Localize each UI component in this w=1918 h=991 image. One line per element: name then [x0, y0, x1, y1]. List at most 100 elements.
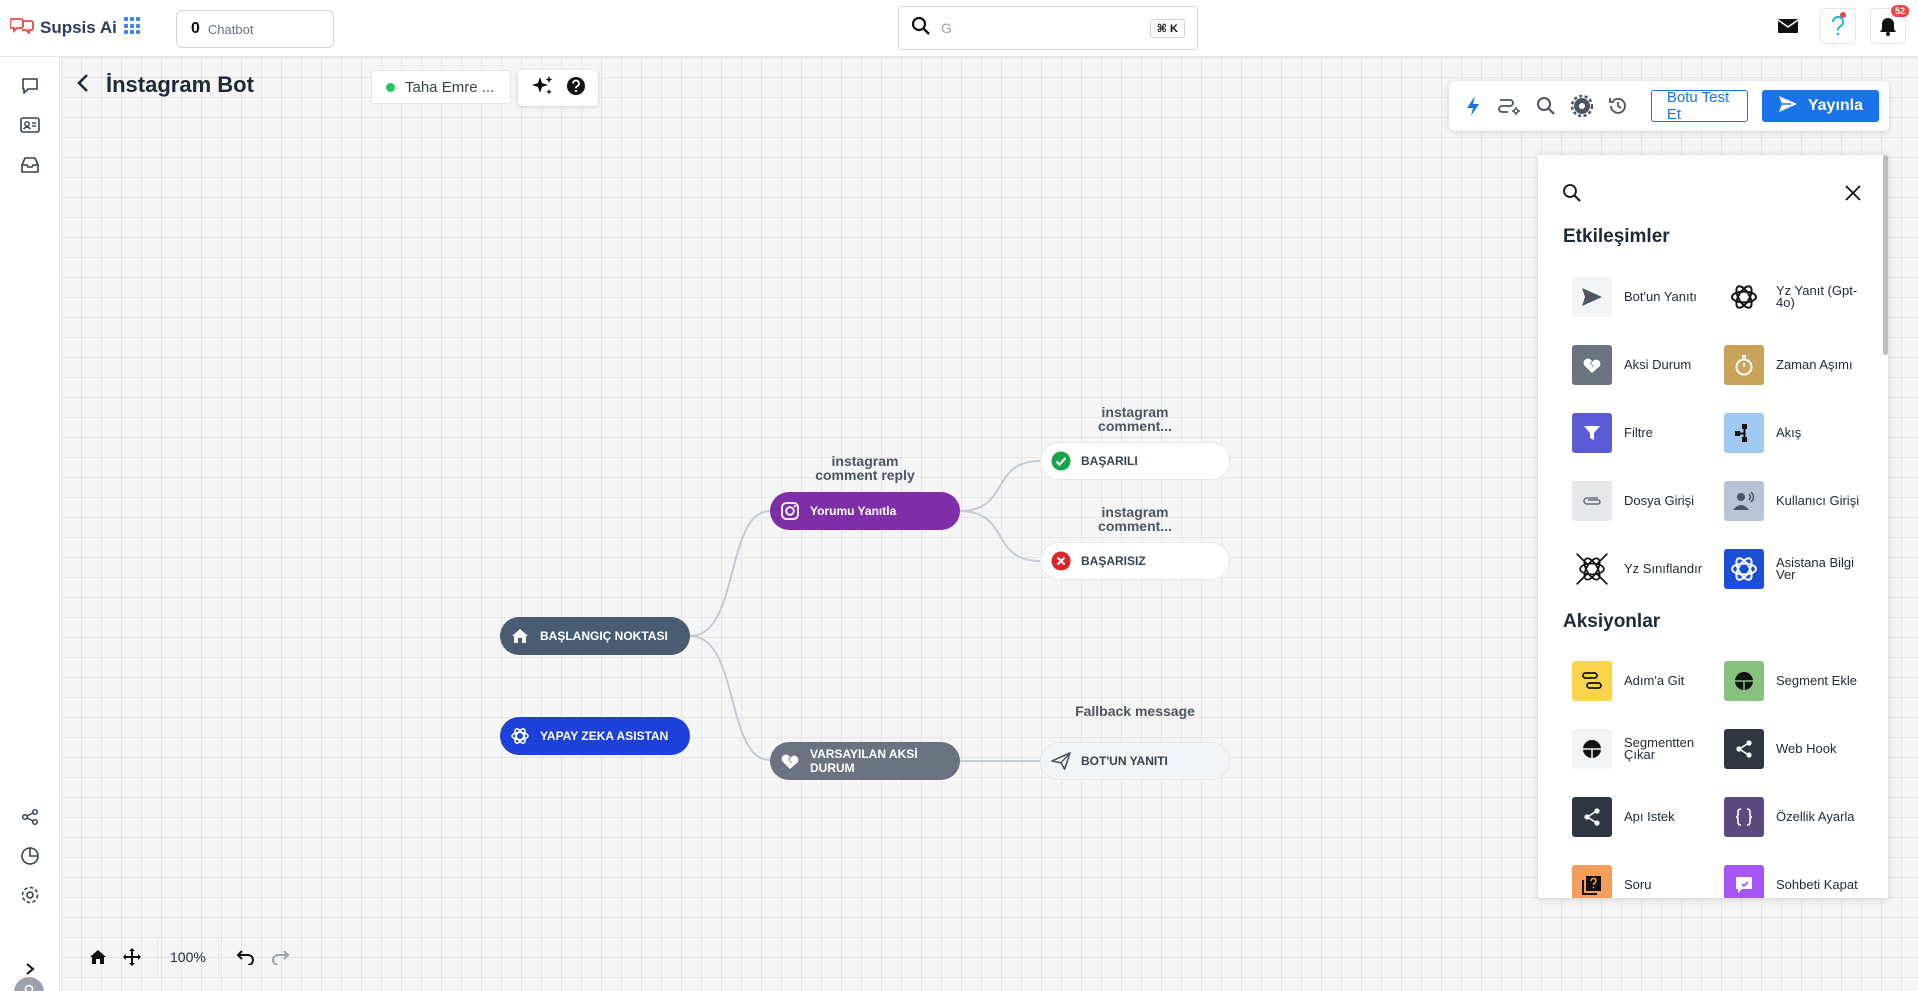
- app-logo[interactable]: Supsis Ai: [9, 16, 117, 39]
- home-icon[interactable]: [81, 940, 115, 974]
- paper-plane-icon: [1778, 95, 1798, 118]
- node-label: BOT'UN YANITI: [1081, 754, 1168, 768]
- top-right-actions: 52: [1770, 5, 1918, 44]
- editor-toolbar: Botu Test Et Yayınla: [1449, 81, 1889, 131]
- logo-mark-icon: [9, 16, 36, 39]
- panel-item-share[interactable]: Web Hook: [1724, 729, 1874, 769]
- search-icon[interactable]: [1562, 183, 1582, 208]
- fit-view-arrows-icon[interactable]: [115, 940, 149, 974]
- panel-scrollbar[interactable]: [1883, 155, 1888, 355]
- panel-item-question-box[interactable]: Soru: [1572, 865, 1722, 898]
- help-dot-badge: [1840, 12, 1846, 18]
- panel-item-stopwatch[interactable]: Zaman Aşımı: [1724, 345, 1874, 385]
- node-fail[interactable]: BAŞARISIZ: [1040, 542, 1230, 580]
- reply-comment-caption: instagram comment reply: [815, 453, 915, 483]
- contact-card-icon[interactable]: [15, 110, 45, 140]
- chatbot-count: 0: [191, 20, 200, 37]
- zoom-controls: 100%: [81, 940, 297, 974]
- node-start[interactable]: BAŞLANGIÇ NOKTASI: [500, 617, 690, 655]
- edge-reply-success: [959, 460, 1041, 512]
- publish-button[interactable]: Yayınla: [1761, 90, 1880, 122]
- user-voice-icon: [1724, 481, 1764, 521]
- panel-item-label: Segmentten Çıkar: [1624, 735, 1695, 762]
- chatbot-selector[interactable]: 0 Chatbot: [176, 10, 334, 48]
- panel-item-label: Asistana Bilgi Ver: [1776, 555, 1855, 582]
- chat-close-icon: [1724, 865, 1764, 898]
- segment-add-icon: [1724, 661, 1764, 701]
- openai-icon: [510, 726, 530, 746]
- panel-item-flow[interactable]: Akış: [1724, 413, 1874, 453]
- user-avatar[interactable]: [14, 977, 44, 991]
- panel-item-share[interactable]: Apı Istek: [1572, 797, 1722, 837]
- panel-item-label: Yz Yanıt (Gpt-4o): [1776, 283, 1858, 310]
- share-icon: [1572, 797, 1612, 837]
- node-bot-reply[interactable]: BOT'UN YANITI: [1040, 742, 1230, 780]
- flow-icon: [1724, 413, 1764, 453]
- analytics-pie-icon[interactable]: [15, 841, 45, 871]
- apps-grid-icon[interactable]: [124, 17, 142, 35]
- panel-item-broken-heart[interactable]: Aksi Durum: [1572, 345, 1722, 385]
- home-icon: [510, 626, 530, 646]
- expand-chevron-icon[interactable]: [15, 954, 45, 984]
- chatbot-label: Chatbot: [207, 21, 254, 37]
- panel-item-openai[interactable]: Yz Yanıt (Gpt-4o): [1724, 277, 1874, 317]
- inbox-icon[interactable]: [15, 150, 45, 180]
- redo-icon[interactable]: [263, 940, 297, 974]
- mail-icon[interactable]: [1770, 8, 1806, 44]
- chat-bubble-icon[interactable]: [15, 71, 45, 101]
- panel-item-openai-classify[interactable]: Yz Sınıflandır: [1572, 549, 1722, 589]
- panel-item-label: Segment Ekle: [1776, 673, 1857, 688]
- panel-item-chat-close[interactable]: Sohbeti Kapat: [1724, 865, 1874, 898]
- search-shortcut: ⌘ K: [1149, 18, 1185, 38]
- settings-gear-icon[interactable]: [15, 880, 45, 910]
- notification-bell-icon[interactable]: 52: [1870, 5, 1909, 44]
- node-reply-comment[interactable]: Yorumu Yanıtla: [770, 492, 960, 530]
- search-icon[interactable]: [1536, 93, 1557, 119]
- back-arrow-icon[interactable]: [76, 73, 90, 98]
- panel-item-segment-add[interactable]: Segment Ekle: [1724, 661, 1874, 701]
- panel-item-openai[interactable]: Asistana Bilgi Ver: [1724, 549, 1874, 589]
- node-default-fallback[interactable]: VARSAYILAN AKSİ DURUM: [770, 742, 960, 780]
- stopwatch-icon: [1724, 345, 1764, 385]
- variables-icon[interactable]: [1498, 93, 1522, 119]
- panel-item-label: Zaman Aşımı: [1776, 357, 1853, 372]
- panel-item-user-voice[interactable]: Kullanıcı Girişi: [1724, 481, 1874, 521]
- node-label: BAŞARISIZ: [1081, 554, 1146, 568]
- node-label: BAŞLANGIÇ NOKTASI: [540, 629, 668, 643]
- node-label: Yorumu Yanıtla: [810, 504, 897, 518]
- interactions-heading: Etkileşimler: [1563, 226, 1670, 247]
- panel-item-segment-remove[interactable]: Segmentten Çıkar: [1572, 729, 1722, 769]
- edge-start-reply: [689, 510, 771, 637]
- search-input[interactable]: G: [941, 20, 952, 36]
- panel-item-label: Kullanıcı Girişi: [1776, 493, 1860, 508]
- actions-heading: Aksiyonlar: [1563, 611, 1661, 632]
- history-icon[interactable]: [1607, 93, 1629, 119]
- panel-item-paperclip[interactable]: Dosya Girişi: [1572, 481, 1722, 521]
- close-icon[interactable]: [1844, 184, 1862, 207]
- zoom-level: 100%: [157, 940, 219, 974]
- panel-item-filter[interactable]: Filtre: [1572, 413, 1722, 453]
- panel-item-label: Özellik Ayarla: [1776, 809, 1855, 824]
- openai-classify-icon: [1572, 549, 1612, 589]
- settings-gear-icon[interactable]: [1570, 93, 1593, 119]
- paperclip-icon: [1572, 481, 1612, 521]
- fallback-caption: Fallback message: [1075, 703, 1195, 719]
- node-label: BAŞARILI: [1081, 454, 1138, 468]
- node-success[interactable]: BAŞARILI: [1040, 442, 1230, 480]
- components-panel: Etkileşimler Bot'un Yanıtı Yz Yanıt (Gpt-…: [1538, 155, 1888, 898]
- panel-item-send[interactable]: Bot'un Yanıtı: [1572, 277, 1722, 317]
- check-circle-icon: [1051, 451, 1071, 471]
- active-user-selector[interactable]: Taha Emre ...: [371, 70, 511, 104]
- panel-item-braces[interactable]: Özellik Ayarla: [1724, 797, 1874, 837]
- question-circle-icon[interactable]: [566, 76, 586, 101]
- node-ai-assistant[interactable]: YAPAY ZEKA ASISTAN: [500, 717, 690, 755]
- undo-icon[interactable]: [229, 940, 263, 974]
- panel-item-step[interactable]: Adım'a Git: [1572, 661, 1722, 701]
- help-icon[interactable]: [1820, 8, 1856, 44]
- global-search[interactable]: G ⌘ K: [898, 6, 1198, 50]
- sparkles-icon[interactable]: [530, 74, 554, 103]
- panel-item-label: Apı Istek: [1624, 809, 1675, 824]
- lightning-icon[interactable]: [1463, 93, 1484, 119]
- share-nodes-icon[interactable]: [15, 802, 45, 832]
- test-bot-button[interactable]: Botu Test Et: [1650, 89, 1748, 123]
